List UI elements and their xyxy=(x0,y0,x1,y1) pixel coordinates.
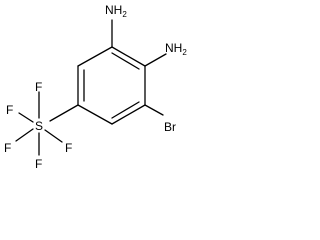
ring-bond-c3-c4 xyxy=(111,104,146,125)
fluorine-label-lower-left: F xyxy=(4,141,11,155)
bond-c3-br xyxy=(144,104,164,116)
fluorine-label-top: F xyxy=(35,80,42,94)
sulfur-label: S xyxy=(35,119,43,133)
fluorine-label-bottom: F xyxy=(35,157,42,171)
ring-bond-c1-c2 xyxy=(111,46,146,67)
chemical-structure: NH2 NH2 Br S F F F F F xyxy=(4,3,187,171)
bond-s-f-upper-left xyxy=(18,112,34,123)
bond-s-f-right xyxy=(44,129,63,143)
bond-c2-nh2 xyxy=(144,53,167,67)
ring-double-bond-c1-c2 xyxy=(111,52,140,70)
bromine-label: Br xyxy=(164,120,176,134)
amine-label-right: NH2 xyxy=(165,41,187,57)
fluorine-label-upper-left: F xyxy=(6,103,13,117)
fluorine-label-right: F xyxy=(65,141,72,155)
bond-c5-s xyxy=(49,104,79,122)
amine-label-top: NH2 xyxy=(105,3,127,19)
ring-double-bond-c3-c4 xyxy=(111,101,140,119)
ring-bond-c6-c1 xyxy=(77,46,113,67)
structure-canvas: NH2 NH2 Br S F F F F F xyxy=(0,0,204,178)
bond-s-f-lower-left xyxy=(15,128,34,142)
ring-bond-c4-c5 xyxy=(77,104,113,125)
